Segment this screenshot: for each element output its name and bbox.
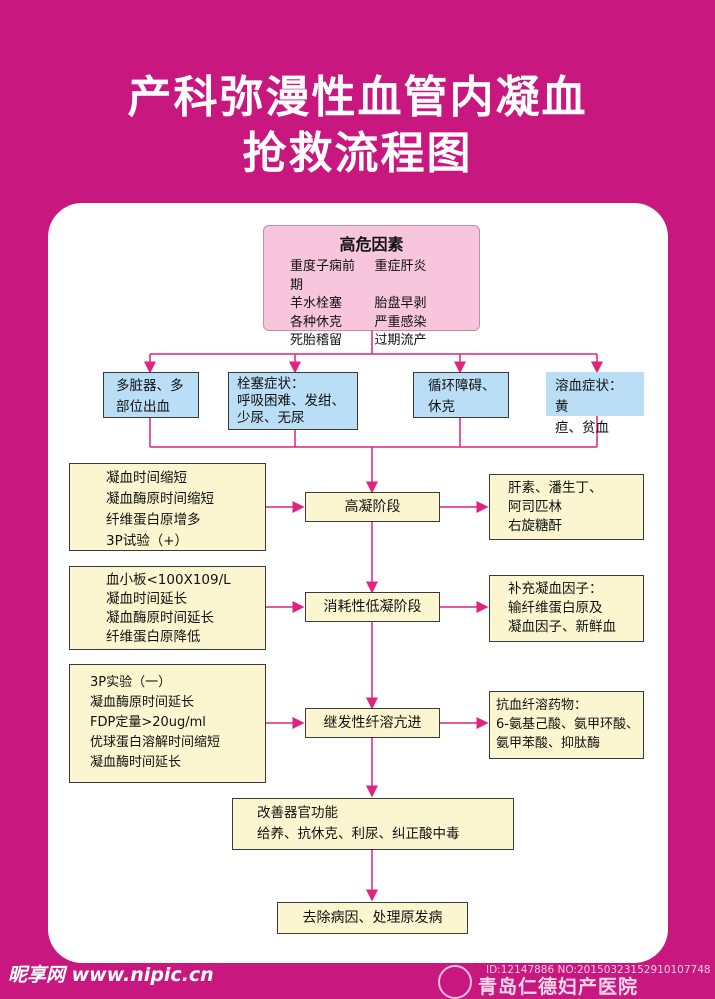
risk-factor-item: 过期流产	[374, 333, 427, 348]
symptom-line: 呼吸困难、发绀、	[237, 393, 345, 409]
finding-line: 优球蛋白溶解时间缩短	[90, 735, 221, 750]
treatment-line: 6-氨基己酸、氨甲环酸、	[496, 717, 639, 732]
risk-factor-item: 严重感染	[374, 314, 427, 330]
risk-factor-item: 羊水栓塞	[290, 296, 343, 311]
risk-factors-title: 高危因素	[339, 235, 404, 254]
finding-line: 血小板<100X109/L	[106, 572, 231, 588]
risk-factor-item: 各种休克	[290, 314, 343, 330]
page-title-line1: 产科弥漫性血管内凝血	[127, 72, 588, 123]
organ-support-line: 给养、抗休克、利尿、纠正酸中毒	[257, 826, 460, 842]
treatment-line: 输纤维蛋白原及	[508, 600, 603, 616]
stage2-label-box: 消耗性低凝阶段	[305, 592, 440, 622]
stage1-treatment-box: 肝素、潘生丁、 阿司匹林 右旋糖酐	[489, 474, 644, 540]
finding-line: 纤维蛋白原增多	[106, 512, 201, 528]
symptom-line: 多脏器、多	[116, 378, 184, 394]
finding-line: 凝血酶原时间延长	[106, 610, 214, 626]
treatment-line: 抗血纤溶药物：	[496, 698, 588, 713]
treatment-line: 氨甲苯酸、抑肽酶	[496, 736, 601, 751]
treatment-line: 补充凝血因子：	[508, 581, 603, 597]
image-id-text: ID:12147886 NO:20150323152910107748	[486, 964, 711, 976]
treatment-line: 右旋糖酐	[508, 518, 562, 534]
symptom-line: 休克	[428, 399, 455, 415]
stage2-treatment-box: 补充凝血因子： 输纤维蛋白原及 凝血因子、新鲜血	[489, 575, 644, 642]
treatment-line: 肝素、潘生丁、	[508, 480, 603, 496]
symptom-line: 疸、贫血	[555, 420, 609, 436]
finding-line: 凝血酶原时间缩短	[106, 491, 214, 507]
risk-factor-item: 死胎稽留	[290, 333, 343, 348]
symptom-circulation-box: 循环障碍、 休克	[413, 372, 509, 418]
hospital-name: 青岛仁德妇产医院	[478, 976, 639, 998]
finding-line: 3P实验（一）	[90, 675, 172, 690]
symptom-embolism-box: 栓塞症状： 呼吸困难、发绀、 少尿、无尿	[228, 372, 358, 430]
risk-factor-item: 胎盘早剥	[374, 296, 427, 311]
symptom-bleeding-box: 多脏器、多 部位出血	[103, 372, 199, 418]
symptom-line: 栓塞症状：	[237, 376, 305, 392]
symptom-line: 部位出血	[116, 399, 170, 415]
finding-line: 凝血酶原时间延长	[90, 695, 195, 710]
organ-support-box: 改善器官功能 给养、抗休克、利尿、纠正酸中毒	[232, 798, 514, 850]
stage3-label-box: 继发性纤溶亢进	[305, 708, 440, 738]
treatment-line: 阿司匹林	[508, 499, 562, 515]
risk-factors-box: 高危因素 重度子痫前期 重症肝炎 羊水栓塞 胎盘早剥 各种休克 严重感染 死胎稽…	[263, 225, 480, 348]
risk-factor-item: 重症肝炎	[374, 259, 427, 274]
treatment-line: 凝血因子、新鲜血	[508, 619, 616, 635]
stage1-findings-box: 凝血时间缩短 凝血酶原时间缩短 纤维蛋白原增多 3P试验（+）	[69, 463, 266, 551]
site-watermark: 昵享网 www.nipic.cn	[8, 964, 214, 986]
page-title-line2: 抢救流程图	[242, 128, 473, 179]
finding-line: FDP定量>20ug/ml	[90, 715, 206, 730]
risk-factor-item: 重度子痫前期	[290, 259, 356, 293]
hospital-logo-icon	[438, 965, 472, 999]
final-step-box: 去除病因、处理原发病	[277, 902, 468, 934]
finding-line: 3P试验（+）	[106, 533, 189, 549]
stage1-label-box: 高凝阶段	[305, 492, 440, 522]
symptom-hemolysis-box: 溶血症状：黄 疸、贫血	[546, 372, 644, 436]
symptom-line: 溶血症状：黄	[555, 378, 623, 415]
finding-line: 凝血酶时间延长	[90, 755, 182, 770]
finding-line: 凝血时间缩短	[106, 470, 187, 486]
stage3-findings-box: 3P实验（一） 凝血酶原时间延长 FDP定量>20ug/ml 优球蛋白溶解时间缩…	[69, 664, 266, 783]
symptom-line: 少尿、无尿	[237, 410, 305, 426]
finding-line: 凝血时间延长	[106, 591, 187, 607]
stage3-treatment-box: 抗血纤溶药物： 6-氨基己酸、氨甲环酸、 氨甲苯酸、抑肽酶	[489, 691, 644, 759]
organ-support-line: 改善器官功能	[257, 805, 338, 821]
stage2-findings-box: 血小板<100X109/L 凝血时间延长 凝血酶原时间延长 纤维蛋白原降低	[69, 566, 266, 650]
symptom-line: 循环障碍、	[428, 378, 496, 394]
finding-line: 纤维蛋白原降低	[106, 629, 201, 645]
